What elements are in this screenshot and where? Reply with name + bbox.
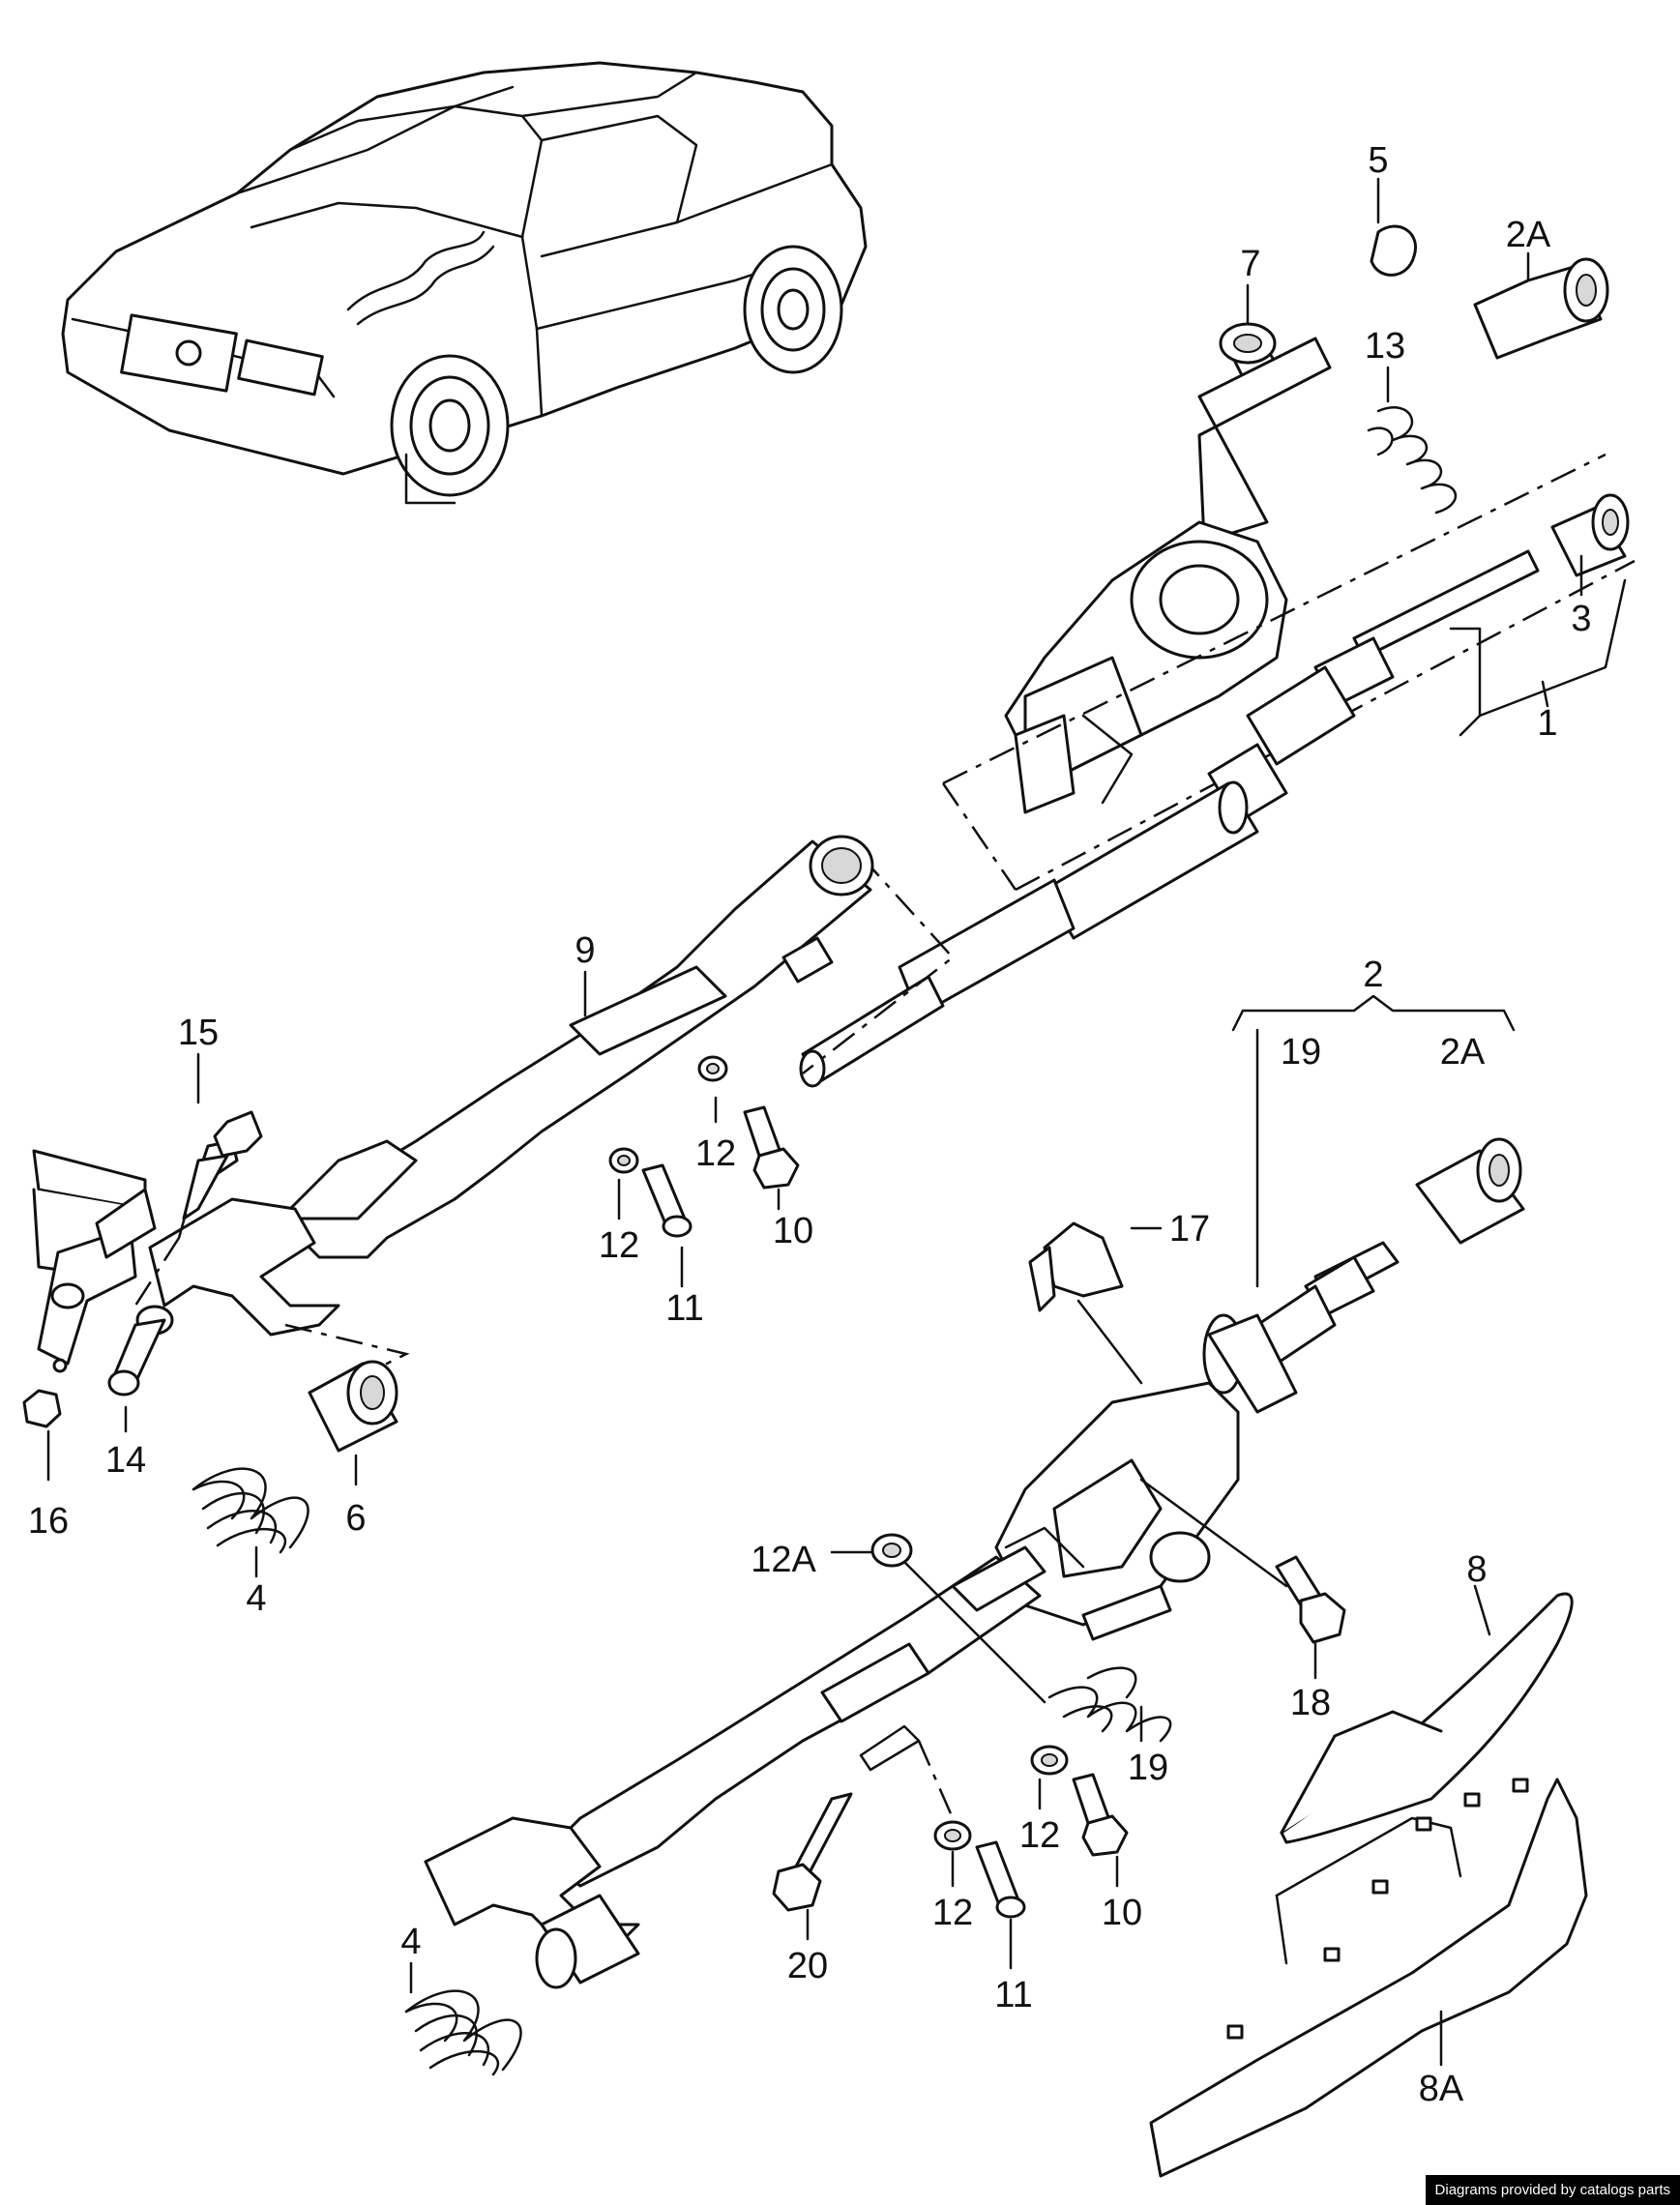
spring-4-upper [192, 1467, 309, 1554]
washer-12a [870, 1533, 913, 1568]
label-7: 7 [1240, 244, 1260, 284]
car-illustration [61, 61, 868, 505]
part-labels: 5 2A 7 13 3 1 9 2 19 2A 15 12 10 12 11 1… [28, 140, 1592, 2109]
lock-housing [1004, 337, 1332, 814]
label-8: 8 [1466, 1549, 1487, 1590]
label-20: 20 [787, 1946, 828, 1986]
bracket-1 [1449, 627, 1482, 737]
bolt-18 [1275, 1555, 1346, 1644]
label-12-lower-right: 12 [1019, 1815, 1060, 1856]
label-12-lower-left: 12 [932, 1893, 973, 1933]
bearing-6 [308, 1360, 398, 1453]
label-13: 13 [1365, 326, 1405, 367]
fasteners-lower [772, 1724, 1129, 1919]
label-8a: 8A [1419, 2069, 1464, 2109]
trim-cover-8 [1280, 1592, 1574, 1844]
label-15: 15 [178, 1013, 219, 1053]
dashed-guide [802, 855, 955, 1074]
bearing-2a-lower [1415, 1137, 1525, 1245]
label-12-upper-right: 12 [695, 1133, 736, 1174]
dashed-guide [941, 782, 1017, 891]
label-14: 14 [105, 1440, 146, 1481]
bolt-15 [177, 1110, 263, 1240]
label-2: 2 [1363, 955, 1383, 995]
label-17: 17 [1169, 1209, 1210, 1250]
column-tube-9 [148, 835, 955, 1395]
bearing-3 [1550, 493, 1630, 577]
label-2a-upper: 2A [1506, 215, 1551, 255]
bearing-2a-upper [1473, 257, 1609, 360]
clip-17 [1028, 1221, 1124, 1312]
label-12a: 12A [751, 1540, 816, 1580]
steering-shaft-1 [799, 549, 1540, 1088]
leader [902, 1560, 1046, 1704]
label-2a-lower: 2A [1440, 1032, 1486, 1073]
label-10-lower: 10 [1102, 1893, 1142, 1933]
dashed-guide [942, 453, 1606, 785]
nut-16 [22, 1358, 68, 1428]
fasteners-upper [608, 1055, 800, 1238]
label-12-upper-left: 12 [599, 1225, 639, 1266]
label-9: 9 [575, 930, 595, 971]
label-1: 1 [1537, 703, 1557, 744]
diagram-credit-badge: Diagrams provided by catalogs parts [1425, 2175, 1680, 2205]
label-18: 18 [1290, 1683, 1331, 1723]
label-6: 6 [345, 1498, 366, 1539]
spring-4-lower [404, 1989, 522, 2076]
label-4-upper: 4 [246, 1578, 266, 1619]
upper-steering-shaft-assembly [799, 224, 1636, 1088]
label-16: 16 [28, 1501, 69, 1542]
leader [1076, 1299, 1143, 1385]
dashed-guide [133, 1237, 181, 1307]
label-19-spring: 19 [1128, 1748, 1168, 1788]
label-leaders [46, 177, 1583, 2067]
label-4-lower: 4 [400, 1922, 421, 1962]
circlip-5 [1370, 224, 1417, 277]
body-mount-bracket [32, 1149, 157, 1366]
label-19-top: 19 [1281, 1032, 1321, 1073]
trim-cover-8a [1149, 1778, 1588, 2178]
steering-column-assembly-2 [424, 994, 1525, 1989]
label-11-upper: 11 [665, 1288, 703, 1329]
label-10-upper: 10 [773, 1211, 813, 1251]
leader [1139, 1478, 1288, 1588]
bolt-14 [107, 1305, 174, 1396]
label-3: 3 [1571, 599, 1591, 639]
dashed-guide [917, 1740, 955, 1819]
spring-19-lower [1047, 1666, 1172, 1743]
spring-13 [1367, 406, 1458, 514]
label-5: 5 [1368, 140, 1388, 181]
label-11-lower: 11 [994, 1975, 1032, 2015]
